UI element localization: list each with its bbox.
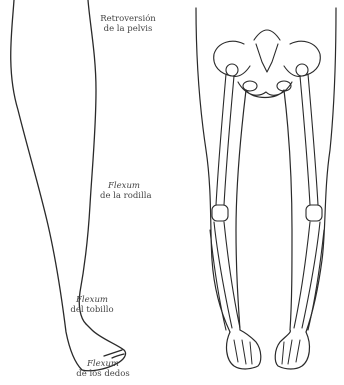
toes-flexum-label: Flexum de los dedos — [75, 360, 131, 379]
knee-label-line2: de la rodilla — [100, 192, 148, 202]
shin-bones — [210, 222, 324, 330]
pelvis-retroversion-label: Retroversión de la pelvis — [86, 15, 170, 34]
leg-front-outline — [79, 0, 96, 324]
femur-bones — [216, 74, 318, 205]
knee-flexum-label: Flexum de la rodilla — [100, 182, 148, 201]
ankle-flexum-label: Flexum del tobillo — [70, 296, 114, 315]
right-foot — [275, 330, 309, 369]
pelvis-skeleton — [214, 30, 321, 95]
foot-bones — [234, 340, 300, 364]
knee-joints — [212, 205, 322, 221]
toes — [104, 350, 124, 358]
toes-label-line2: de los dedos — [75, 370, 131, 380]
pelvis-label-line2: de la pelvis — [86, 25, 170, 35]
ankle-label-line2: del tobillo — [70, 306, 114, 316]
